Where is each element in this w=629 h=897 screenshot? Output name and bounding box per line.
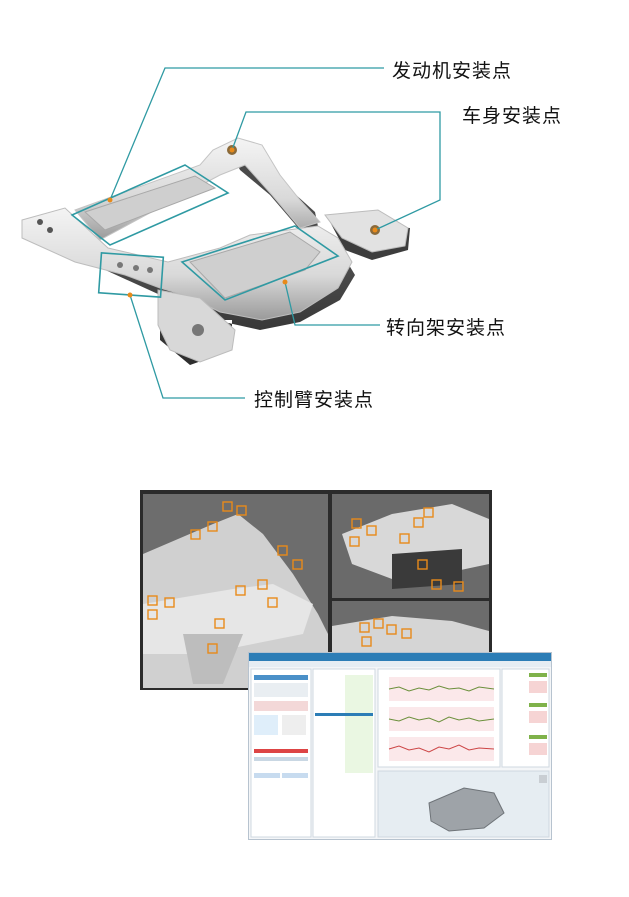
control-arm-mount-line xyxy=(129,294,245,399)
control-arm-mount-label: 控制臂安装点 xyxy=(254,389,375,411)
steering-mount-label: 转向架安装点 xyxy=(386,317,507,339)
photo-top-right xyxy=(332,494,489,598)
title-bar xyxy=(249,653,551,661)
body-mount-line xyxy=(231,111,441,231)
inspection-software-window xyxy=(248,652,552,840)
callout-dots xyxy=(107,147,378,298)
body-mount-label: 车身安装点 xyxy=(462,105,563,127)
measurement-charts xyxy=(388,677,495,761)
engine-mount-box xyxy=(70,164,230,246)
subframe-body xyxy=(21,137,409,363)
callout-lines xyxy=(109,67,441,399)
engine-mount-line xyxy=(109,67,384,201)
steering-mount-line xyxy=(284,281,380,326)
photo-bottom-right xyxy=(332,601,489,661)
subframe-illustration xyxy=(21,67,441,399)
steering-mount-box xyxy=(180,225,340,301)
engine-mount-label: 发动机安装点 xyxy=(392,60,513,82)
